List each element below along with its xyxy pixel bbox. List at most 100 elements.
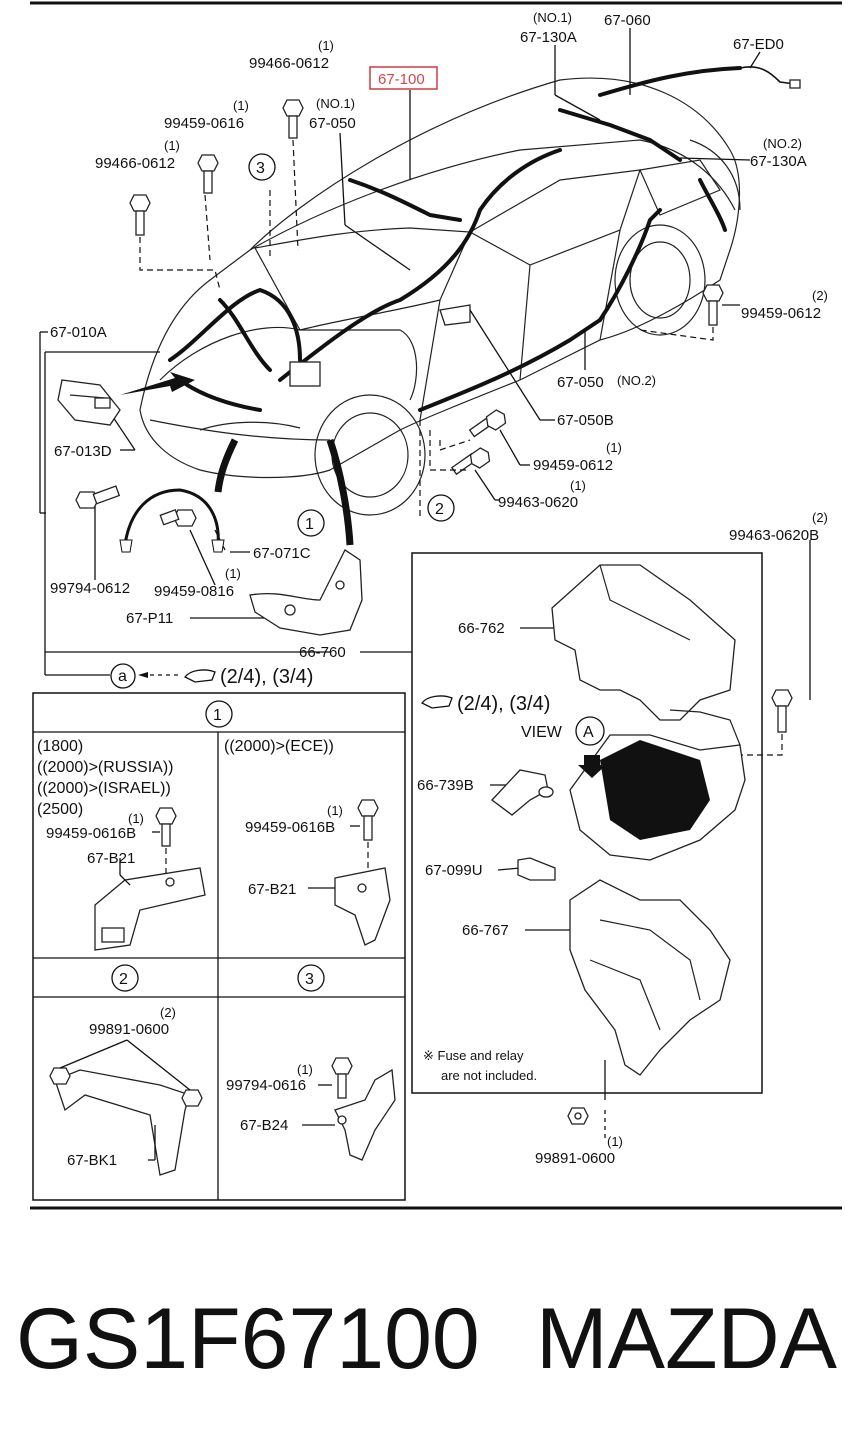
p1-cond-4: (2500)	[37, 801, 83, 818]
label-67-013D: 67-013D	[54, 443, 112, 460]
panel-1-header: 1	[213, 707, 222, 724]
label-67-ED0: 67-ED0	[733, 36, 784, 53]
p1-left-bolt-qty: (1)	[128, 811, 144, 826]
label-67-060: 67-060	[604, 12, 651, 29]
marker-2-car: 2	[435, 501, 444, 518]
highlight-box-67-100	[369, 66, 438, 90]
panel-2-header: 2	[119, 971, 128, 988]
p1-left-bolt: 99459-0616B	[46, 825, 136, 842]
fuse-box-bracket-66-767	[569, 879, 731, 1076]
label-67-P11: 67-P11	[126, 610, 173, 627]
label-66-767: 66-767	[462, 922, 509, 939]
label-99459-0616-top: 99459-0616	[164, 115, 244, 132]
label-99459-0612-right: 99459-0612	[741, 305, 821, 322]
p3-bolt: 99794-0616	[226, 1077, 306, 1094]
arrow-left-icon	[138, 672, 148, 678]
bolt-99794-0612	[75, 485, 121, 509]
label-99891-qty-bottom: (1)	[607, 1134, 623, 1149]
label-ref-a: (2/4), (3/4)	[220, 666, 313, 688]
marker-3-top: 3	[256, 160, 265, 177]
label-66-762: 66-762	[458, 620, 505, 637]
bolt-99459-0612-right	[639, 284, 724, 341]
label-99466-qty-left: (1)	[164, 138, 180, 153]
label-67-050-top: 67-050	[309, 115, 356, 132]
p2-bolt-qty: (2)	[160, 1005, 176, 1020]
fuse-box-frame	[411, 552, 763, 1094]
label-99463-qty: (1)	[570, 478, 586, 493]
p3-part: 67-B24	[240, 1117, 288, 1134]
label-ref-box: (2/4), (3/4)	[457, 693, 550, 715]
parts-diagram: 3 1 2 a 1 2 3 A (NO.1) 67-130A 67-060 67…	[30, 1, 842, 1210]
label-99463B-qty: (2)	[812, 510, 828, 525]
p1-left-part: 67-B21	[87, 850, 135, 867]
bolt-99463-0620B	[735, 689, 793, 756]
bolt-99463-0620	[450, 447, 491, 476]
bracket-67-BK1	[49, 1039, 203, 1176]
label-67-099U: 67-099U	[425, 862, 483, 879]
label-no1-130A: (NO.1)	[533, 10, 572, 25]
label-66-739B: 66-739B	[417, 777, 474, 794]
label-99891-0600-bottom: 99891-0600	[535, 1150, 615, 1167]
clip-67-099U	[517, 857, 556, 881]
nut-99891-0600-bottom	[567, 1107, 589, 1125]
label-99466-qty-top: (1)	[318, 38, 334, 53]
label-no2-050: (NO.2)	[617, 373, 656, 388]
bracket-67-B24	[331, 1057, 396, 1161]
label-99459-0612-mid: 99459-0612	[533, 457, 613, 474]
bolt-99459-0612-mid	[468, 409, 507, 438]
dash-guide-2	[429, 430, 470, 471]
bracket-67-B21-left	[94, 807, 206, 951]
view-arrow-icon	[578, 755, 606, 778]
label-view: VIEW	[521, 724, 563, 741]
fuse-box-body-66-760	[569, 709, 746, 861]
p1-right-cond: ((2000)>(ECE))	[224, 738, 334, 755]
label-67-071C: 67-071C	[253, 545, 311, 562]
panel-leaders	[119, 825, 360, 1161]
label-no2-130A: (NO.2)	[763, 136, 802, 151]
marker-view-A: A	[583, 724, 594, 741]
panel-3-header: 3	[305, 971, 314, 988]
label-67-010A: 67-010A	[50, 324, 107, 341]
part-number: GS1F67100	[16, 1291, 480, 1387]
ground-strap-67-071C	[119, 488, 225, 553]
label-66-760: 66-760	[299, 644, 346, 661]
p1-cond-2: ((2000)>(RUSSIA))	[37, 759, 173, 776]
label-99459-0816: 99459-0816	[154, 583, 234, 600]
p1-cond-1: (1800)	[37, 738, 83, 755]
label-99463-0620B: 99463-0620B	[729, 527, 819, 544]
note-line-2: are not included.	[441, 1068, 537, 1083]
label-67-130A-top: 67-130A	[520, 29, 577, 46]
connector-67-013D	[57, 379, 121, 426]
footer: GS1F67100 MAZDA	[0, 1290, 864, 1410]
relay-clip-66-739B	[491, 769, 554, 816]
label-99463-0620: 99463-0620	[498, 494, 578, 511]
bolt-99459-0816	[159, 508, 197, 527]
marker-1-car: 1	[305, 516, 314, 533]
label-99459-qty-mid: (1)	[606, 440, 622, 455]
dash-guide-5	[204, 194, 211, 261]
bracket-67-B21-right	[334, 799, 391, 946]
label-67-100: 67-100	[378, 71, 425, 88]
circled-markers	[110, 153, 605, 992]
bracket-67-P11	[249, 549, 363, 636]
label-no1-050: (NO.1)	[316, 96, 355, 111]
label-99459-qty-top: (1)	[233, 98, 249, 113]
hand-pointer-icon	[184, 669, 216, 683]
bolt-99466-0612-top	[282, 99, 304, 251]
brand-name: MAZDA	[536, 1291, 837, 1387]
note-line-1: ※ Fuse and relay	[423, 1048, 524, 1063]
car-illustration	[120, 66, 801, 546]
label-99466-0612-left: 99466-0612	[95, 155, 175, 172]
bolt-99459-0616-top	[197, 154, 219, 194]
bolt-99466-0612-left	[129, 194, 221, 291]
p1-cond-3: ((2000)>(ISRAEL))	[37, 780, 171, 797]
label-99466-0612-top: 99466-0612	[249, 55, 329, 72]
label-67-050B: 67-050B	[557, 412, 614, 429]
p1-right-part: 67-B21	[248, 881, 296, 898]
label-99459-0816-qty: (1)	[225, 566, 241, 581]
marker-a: a	[118, 668, 127, 685]
label-67-050-no2: 67-050	[557, 374, 604, 391]
dash-guide-3	[439, 439, 471, 451]
leader-lines	[39, 28, 811, 1140]
fuse-box-cover-66-762	[551, 564, 736, 721]
